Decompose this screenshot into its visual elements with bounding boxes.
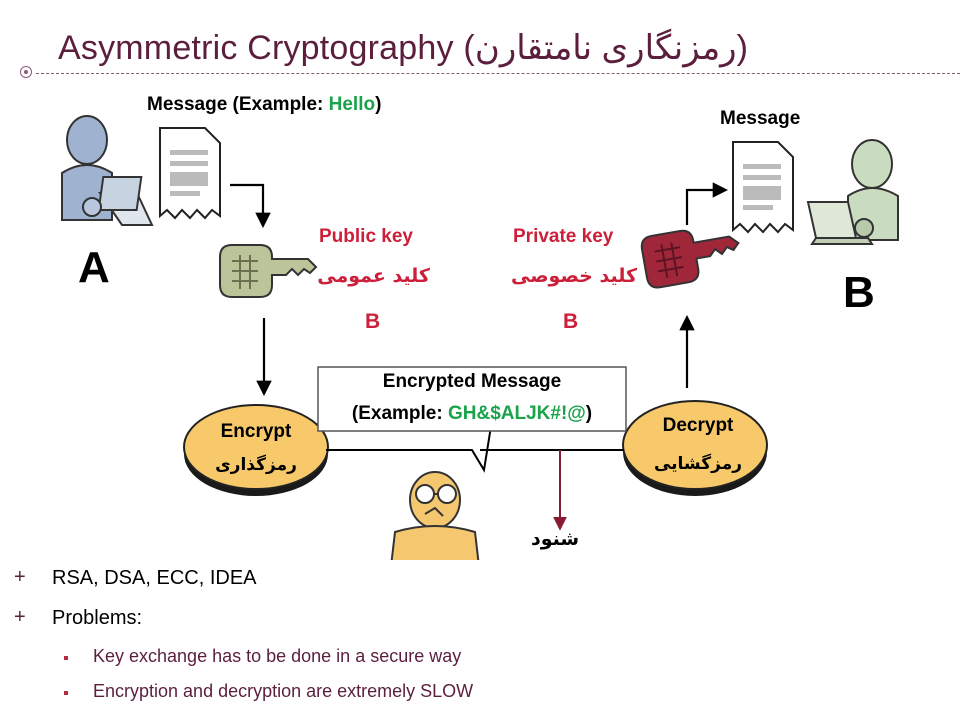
- crypto-diagram: [61, 115, 899, 560]
- encrypted-suffix: ): [585, 403, 593, 424]
- decrypt-label: Decrypt: [662, 415, 734, 436]
- sub-bullet-item: Encryption and decryption are extremely …: [93, 681, 474, 701]
- sub-bullet-item: Key exchange has to be done in a secure …: [93, 646, 462, 666]
- person-laptop-icon: [806, 139, 899, 245]
- public-key-owner: B: [365, 310, 381, 333]
- encrypted-prefix: (Example:: [351, 403, 448, 424]
- message-prefix: Message (Example:: [147, 94, 329, 115]
- encrypt-shape: [183, 404, 329, 496]
- private-key-label-fa: کلید خصوصی: [510, 265, 638, 287]
- title-bullet-icon: [20, 66, 32, 78]
- encrypted-example: GH&$ALJK#!@: [447, 403, 586, 424]
- page-title: Asymmetric Cryptography (رمزنگاری نامتقا…: [58, 29, 749, 67]
- decrypt-label-fa: رمزگشایی: [653, 454, 743, 474]
- message-example: Hello: [328, 94, 376, 115]
- public-key-label-fa: کلید عمومی: [317, 265, 430, 287]
- receiver-label: B: [843, 268, 875, 317]
- key-icon: [219, 244, 318, 298]
- sender-label: A: [78, 243, 110, 292]
- key-icon: [640, 229, 740, 289]
- private-key-owner: B: [563, 310, 579, 333]
- message-suffix: ): [375, 94, 382, 115]
- title-divider: [36, 73, 960, 74]
- encrypted-message-title: Encrypted Message: [382, 371, 562, 392]
- bullet-plus-icon: +: [14, 606, 26, 628]
- sub-bullet-icon: [64, 691, 68, 695]
- bullet-plus-icon: +: [14, 566, 26, 588]
- private-key-label: Private key: [513, 226, 614, 247]
- eavesdropper-icon: [390, 471, 480, 560]
- public-key-label: Public key: [319, 226, 413, 247]
- sender-message-label: Message (Example: Hello): [147, 94, 381, 116]
- receiver-message-label: Message: [720, 108, 801, 129]
- bullet-item: RSA, DSA, ECC, IDEA: [52, 567, 257, 589]
- document-icon: [732, 141, 794, 234]
- person-laptop-icon: [61, 115, 154, 226]
- bullet-item: Problems:: [52, 607, 143, 629]
- encrypt-label-fa: رمزگذاری: [215, 455, 297, 475]
- decrypt-shape: [622, 400, 768, 496]
- encrypted-message-example: (Example: GH&$ALJK#!@): [318, 403, 626, 425]
- document-icon: [159, 127, 221, 220]
- eavesdropper-label: شنود: [530, 528, 580, 550]
- sub-bullet-icon: [64, 656, 68, 660]
- encrypt-label: Encrypt: [220, 421, 292, 442]
